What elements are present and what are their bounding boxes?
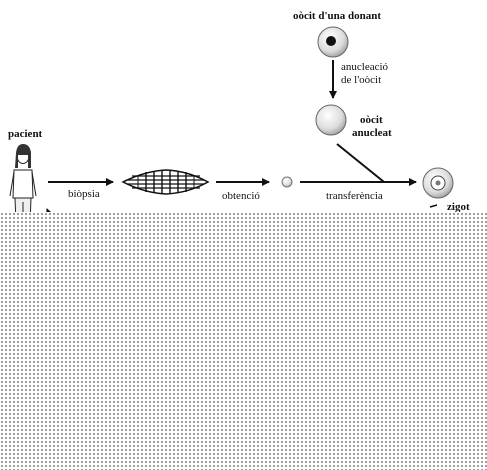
enucleated-oocyte <box>315 104 347 136</box>
enucleated-label-line2: anucleat <box>352 127 392 139</box>
donor-oocyte-label: oòcit d'una donant <box>292 10 382 22</box>
enucleation-label-line2: de l'oòcit <box>341 74 382 86</box>
enucleation-label-line1: anucleació <box>341 61 389 73</box>
donor-oocyte <box>317 26 349 58</box>
patient-label: pacient <box>8 128 43 140</box>
zygote-label: zigot <box>447 201 470 213</box>
zygote-arrow <box>429 204 438 208</box>
zygote-cell <box>422 167 454 199</box>
tissue-sample <box>121 169 210 195</box>
dotted-mask-overlay <box>0 212 487 470</box>
transfer-label-line1: transferència <box>326 190 383 202</box>
enucleated-label-line1: oòcit <box>360 114 383 126</box>
biopsy-label: biòpsia <box>68 188 100 200</box>
obtain-label-line1: obtenció <box>222 190 260 202</box>
somatic-cell <box>281 176 293 188</box>
merge-line <box>336 143 385 183</box>
